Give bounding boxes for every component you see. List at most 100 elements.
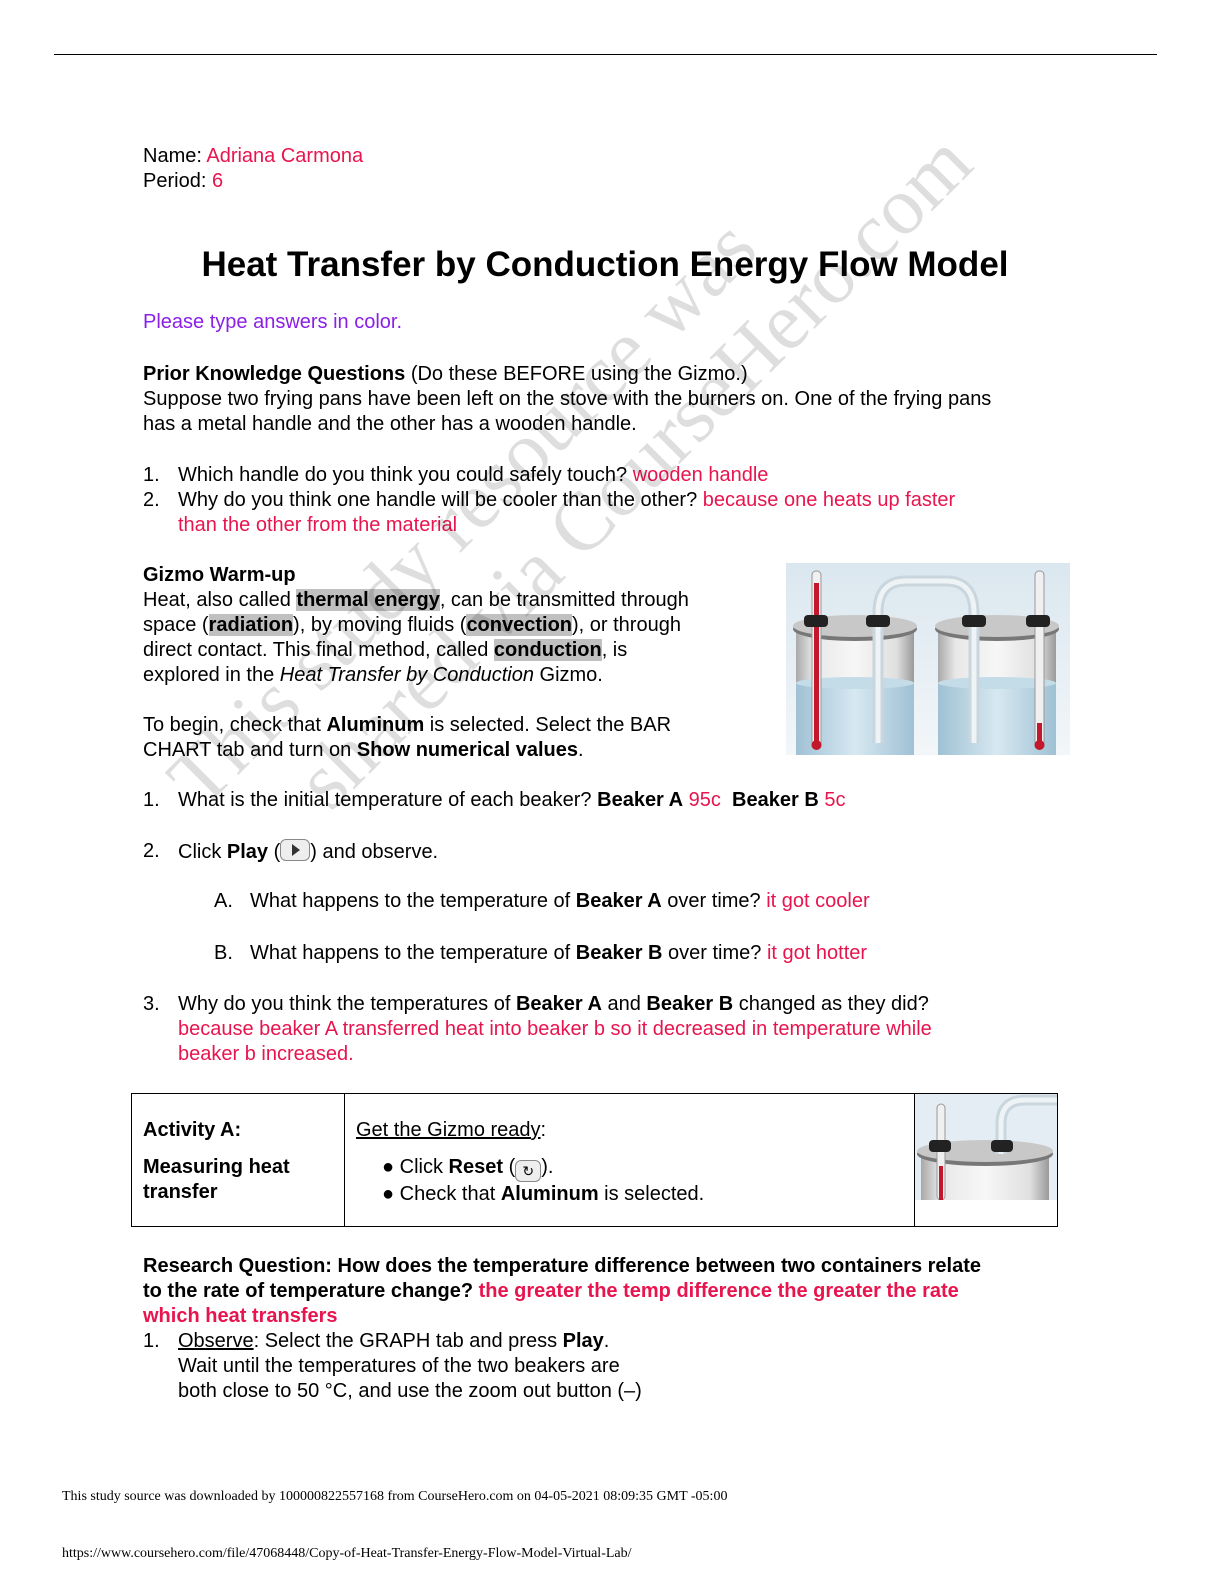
instruction: Please type answers in color. [143,311,403,333]
rs1c: Play [562,1330,604,1352]
warmup-q1-num: 1. [143,789,160,811]
rs1d: . [603,1330,610,1352]
prior-q2: Why do you think one handle will be cool… [178,488,955,513]
wqA2: Beaker A [575,890,662,912]
play-icon [280,839,311,861]
warmup-line-5: To begin, check that Aluminum is selecte… [143,713,671,738]
b1d: ). [541,1156,554,1178]
bullet-icon: ● [382,1183,395,1205]
wq1-beaker-b: Beaker B [732,789,819,811]
wq3d: Beaker B [646,993,734,1015]
warmup-line-4: explored in the Heat Transfer by Conduct… [143,663,603,688]
rs1b: : Select the GRAPH tab and press [253,1330,563,1352]
w-l2c: ), by moving fluids ( [293,614,467,636]
warmup-line-3: direct contact. This final method, calle… [143,638,627,663]
activity-image-cell [914,1093,1058,1227]
wq2b: Play [226,841,269,863]
wqB3: over time? [662,942,767,964]
name-line: Name: Adriana Carmona [143,144,363,169]
term-convection: convection [466,614,573,636]
activity-ready: Get the Gizmo ready [356,1119,541,1141]
research-answer-1: the greater the temp difference the grea… [478,1280,959,1302]
w-l5a: To begin, check that [143,714,327,736]
b1a: Click [399,1156,449,1178]
activity-label: Activity A: [143,1119,242,1141]
wq1-text: What is the initial temperature of each … [178,789,598,811]
wqB-answer: it got hotter [766,942,868,964]
prior-intro-1: Suppose two frying pans have been left o… [143,388,992,410]
prior-q2-answer-1: because one heats up faster [702,489,956,511]
w-l2e: ), or through [572,614,681,636]
research-answer-2: which heat transfers [143,1305,338,1327]
beaker-thumbnail [915,1094,1057,1200]
b2b: Aluminum [500,1183,599,1205]
w-l6a: CHART tab and turn on [143,739,357,761]
prior-q2-text: Why do you think one handle will be cool… [178,489,703,511]
footer-url[interactable]: https://www.coursehero.com/file/47068448… [62,1546,632,1561]
name-label: Name: [143,145,207,167]
wq2a: Click [178,841,227,863]
activity-table: Activity A: Measuring heat transfer Get … [131,1093,1058,1227]
w-l1a: Heat, also called [143,589,297,611]
footer-download: This study source was downloaded by 1000… [62,1489,728,1504]
setup-bullet-1: ● Click Reset (↻). [356,1155,914,1182]
wq2c: ( [268,841,281,863]
period-label: Period: [143,170,212,192]
prior-heading-note: (Do these BEFORE using the Gizmo.) [405,363,748,385]
research-line-1: Research Question: How does the temperat… [143,1254,981,1279]
activity-setup-cell: Get the Gizmo ready: ● Click Reset (↻). … [344,1093,915,1227]
wqB1: What happens to the temperature of [250,942,576,964]
warmup-qA-num: A. [214,890,233,912]
b1c: ( [503,1156,516,1178]
research-s1-line-3: both close to 50 °C, and use the zoom ou… [178,1380,642,1402]
wq2d: ) and observe. [310,841,439,863]
warmup-qB: What happens to the temperature of Beake… [250,941,867,966]
warmup-q3-num: 3. [143,993,160,1015]
warmup-line-1: Heat, also called thermal energy, can be… [143,588,689,613]
activity-subtitle-1: Measuring heat [143,1156,290,1178]
research-q1: Research Question: How does the temperat… [143,1255,981,1277]
bullet-icon: ● [382,1156,395,1178]
wq1-answer-b: 5c [818,789,846,811]
wqA-answer: it got cooler [766,890,870,912]
warmup-qA: What happens to the temperature of Beake… [250,889,870,914]
prior-q2-num: 2. [143,489,160,511]
wqB2: Beaker B [575,942,663,964]
top-rule [54,54,1157,55]
research-q2: to the rate of temperature change? [143,1280,479,1302]
wq1-beaker-a: Beaker A [597,789,684,811]
w-l5b: Aluminum [326,714,425,736]
prior-q1-answer: wooden handle [632,464,769,486]
warmup-q2: Click Play ( ) and observe. [178,839,438,865]
warmup-qB-num: B. [214,942,233,964]
prior-q2-answer-2: than the other from the material [178,514,458,536]
research-s1-line-2: Wait until the temperatures of the two b… [178,1355,620,1377]
b2c: is selected. [598,1183,705,1205]
prior-q1-text: Which handle do you think you could safe… [178,464,633,486]
w-l4b: Heat Transfer by Conduction [279,664,534,686]
rs1a: Observe [178,1330,254,1352]
warmup-q1: What is the initial temperature of each … [178,788,845,813]
b1b: Reset [448,1156,504,1178]
setup-bullet-2: ● Check that Aluminum is selected. [356,1182,914,1207]
w-l4c: Gizmo. [533,664,603,686]
warmup-line-6: CHART tab and turn on Show numerical val… [143,738,584,763]
b2a: Check that [399,1183,501,1205]
activity-subtitle-2: transfer [143,1181,218,1203]
w-l3c: , is [601,639,628,661]
prior-intro-2: has a metal handle and the other has a w… [143,413,637,435]
period-value: 6 [211,170,224,192]
activity-ready-colon: : [540,1119,547,1141]
prior-q1-num: 1. [143,464,160,486]
warmup-q3-answer-1: because beaker A transferred heat into b… [178,1018,932,1040]
warmup-heading-text: Gizmo Warm-up [143,564,296,586]
prior-heading-line: Prior Knowledge Questions (Do these BEFO… [143,362,748,387]
wq3b: Beaker A [515,993,602,1015]
research-s1: Observe: Select the GRAPH tab and press … [178,1329,609,1354]
name-value: Adriana Carmona [206,145,364,167]
w-l6b: Show numerical values [356,739,579,761]
w-l6c: . [578,739,584,761]
wq3c: and [601,993,647,1015]
warmup-q2-num: 2. [143,840,160,862]
research-line-3: which heat transfers [143,1304,338,1329]
